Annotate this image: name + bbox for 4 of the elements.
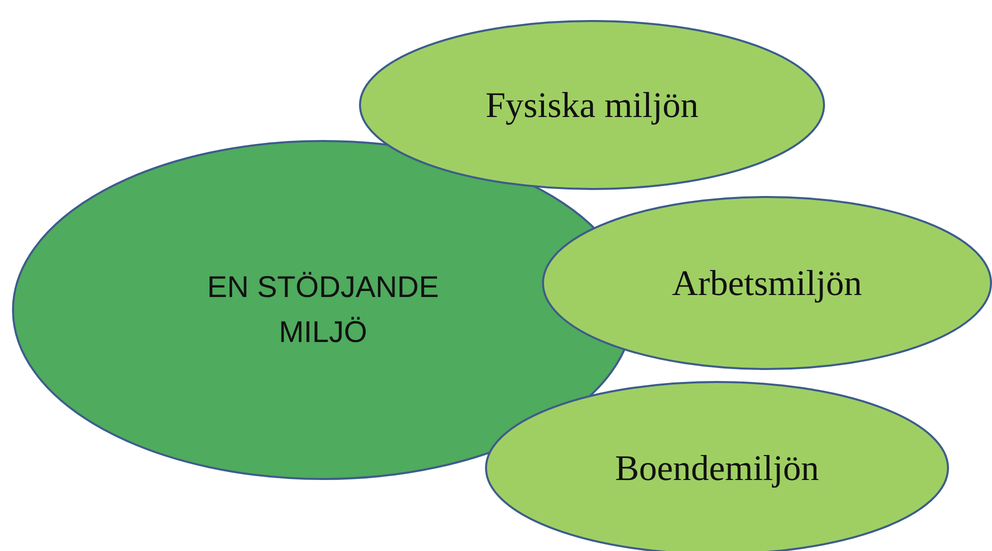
ellipse-label: Arbetsmiljön <box>671 262 863 305</box>
ellipse-label: Fysiska miljön <box>484 84 700 127</box>
ellipse-label: Boendemiljön <box>614 447 820 490</box>
ellipse-label: EN STÖDJANDE MILJÖ <box>206 270 440 351</box>
